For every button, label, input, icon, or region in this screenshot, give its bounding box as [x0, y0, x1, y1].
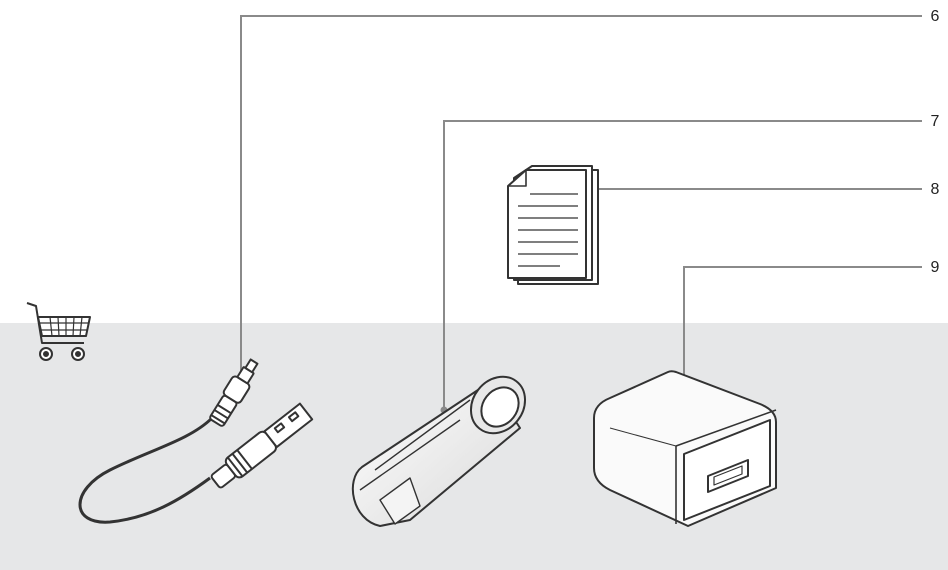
- leader-line-7: [443, 120, 922, 410]
- callout-label-8: 8: [930, 181, 940, 198]
- callout-label-7: 7: [930, 113, 940, 130]
- shopping-cart-icon: [26, 302, 91, 361]
- documents-icon: [507, 165, 599, 285]
- leader-line-6: [240, 15, 922, 383]
- cylindrical-device: [351, 375, 527, 527]
- callout-label-9: 9: [930, 259, 940, 276]
- power-adapter: [593, 370, 777, 527]
- usb-cable: [78, 358, 314, 524]
- callout-lines: [240, 15, 922, 410]
- leader-line-9: [683, 266, 922, 397]
- callout-label-6: 6: [930, 8, 940, 25]
